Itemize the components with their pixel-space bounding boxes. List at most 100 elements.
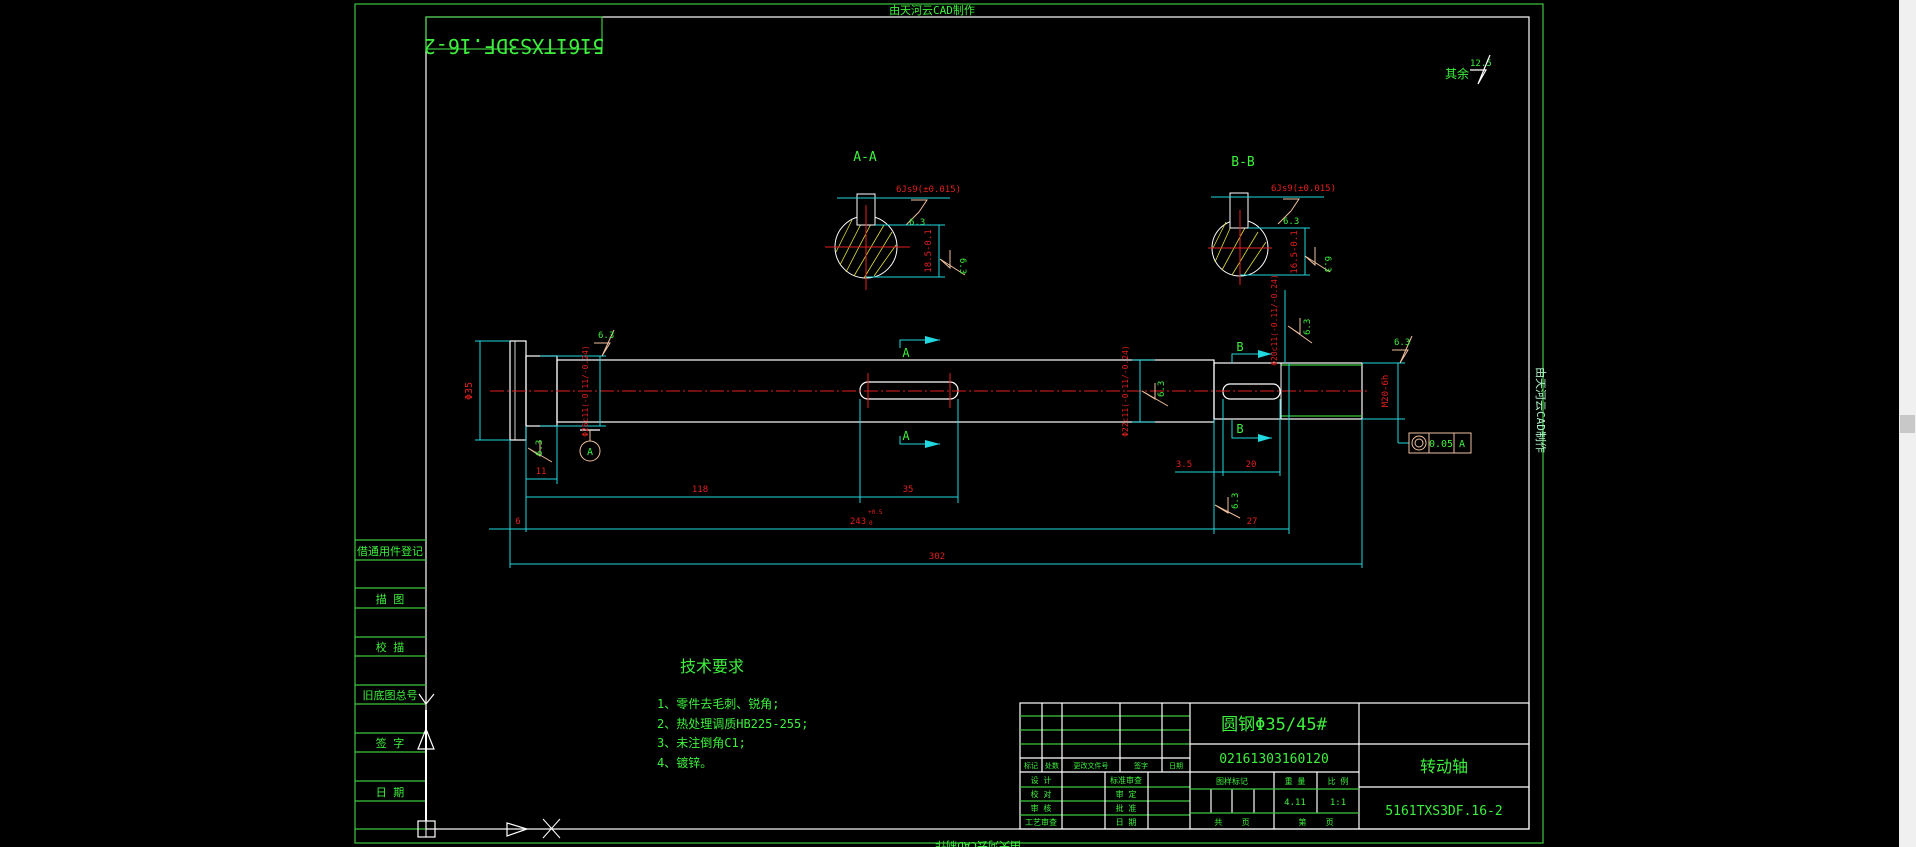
other-roughness-label: 其余 [1445, 66, 1469, 81]
rev-header: 标记 [1024, 761, 1038, 770]
dim-243-tol-upper: +0.5 [868, 509, 883, 516]
side-table-label: 旧底图总号 [363, 688, 418, 702]
section-mark-a-bottom: A [902, 429, 910, 443]
rev-header: 更改文件号 [1074, 761, 1109, 770]
side-table-label: 描 图 [376, 592, 405, 606]
roughness-value: 6.3 [1303, 319, 1313, 335]
dim-243-tol-lower: 0 [869, 520, 873, 527]
dim-243: 243 [850, 517, 866, 527]
section-a-a-key-width: 6Js9(±0.015) [896, 185, 961, 195]
datum-a-label: A [587, 447, 593, 458]
side-watermark: 由天河云CAD制作 [1534, 367, 1548, 453]
roughness-value: 6.3 [1322, 256, 1332, 272]
bottom-watermark: 由天河云CAD制作 [935, 839, 1021, 847]
concentricity-icon [1411, 435, 1427, 451]
scrollbar-thumb[interactable] [1900, 415, 1915, 433]
section-cut-marks: A A B B [899, 336, 1272, 448]
tb-row-label: 设 计 [1031, 775, 1052, 785]
shaft-roughness-symbols: 6.3 6.3 6.3 6.3 6.3 6.3 [527, 318, 1413, 519]
mid-header: 重 量 [1285, 776, 1306, 786]
datum-a-circle [579, 440, 601, 462]
tech-requirement-item: 3、未注倒角C1; [657, 735, 746, 750]
geometric-tolerance-frame: 0.05 A [1408, 432, 1472, 454]
tb-row-label: 日 期 [1116, 818, 1137, 827]
weight: 4.11 [1284, 798, 1306, 808]
section-mark-a-top: A [902, 346, 910, 360]
other-roughness-value: 12.5 [1470, 59, 1492, 69]
top-watermark: 由天河云CAD制作 [889, 3, 975, 17]
part-code: 02161303160120 [1219, 752, 1329, 767]
scale: 1:1 [1330, 798, 1346, 808]
dim-35: 35 [903, 485, 914, 495]
dim-118: 118 [692, 485, 708, 495]
title-block: 标记 处数 更改文件号 签字 日期 设 计 校 对 审 核 工艺审查 标准审查 … [1019, 702, 1530, 830]
mirrored-drawing-number: 5161TXS3DF.16-2 [424, 34, 605, 58]
dim-27: 27 [1247, 517, 1258, 527]
side-table-label: 日 期 [376, 786, 405, 799]
sheet-number: 第 页 [1298, 817, 1333, 827]
drawing-number: 5161TXS3DF.16-2 [1385, 804, 1502, 819]
rev-header: 日期 [1169, 762, 1183, 770]
tech-requirements: 技术要求 1、零件去毛刺、锐角; 2、热处理调质HB225-255; 3、未注倒… [657, 657, 808, 770]
dim-6: 6 [515, 517, 520, 527]
dim-d20: Φ20c11(-0.11/-0.24) [1270, 274, 1279, 366]
roughness-value: 6.3 [1157, 381, 1167, 397]
section-a-a-title: A-A [853, 150, 877, 165]
roughness-value: 6.3 [1283, 217, 1299, 227]
section-b-b-title: B-B [1231, 155, 1255, 170]
section-b-b-key-width: 6Js9(±0.015) [1271, 184, 1336, 194]
side-table-label: 校 描 [376, 640, 405, 654]
roughness-value: 6.3 [909, 218, 925, 228]
diameter-dimensions: Φ35 Φ25c11(-0.11/-0.24) Φ22c11(-0.11/-0.… [464, 274, 1409, 444]
roughness-value: 6.3 [1394, 338, 1410, 348]
section-mark-b-bottom: B [1236, 422, 1243, 436]
dim-d25: Φ25c11(-0.11/-0.24) [581, 345, 590, 437]
roughness-value: 6.3 [598, 331, 614, 341]
section-b-b: B-B 6Js9(±0.015) 6.3 16.5-0.1 6.3 [1208, 155, 1336, 285]
dim-20: 20 [1246, 460, 1257, 470]
section-a-a: A-A 6Js9(±0.015) 6.3 18.5-0.1 6.3 [825, 150, 967, 290]
tech-requirement-item: 4、镀锌。 [657, 756, 712, 770]
tech-requirements-title: 技术要求 [680, 657, 744, 676]
tb-row-label: 标准审查 [1110, 775, 1142, 785]
ucs-icon [417, 693, 561, 839]
dim-d35: Φ35 [464, 382, 475, 400]
rev-header: 处数 [1045, 761, 1059, 770]
tb-row-label: 工艺审查 [1025, 817, 1057, 827]
mid-header: 比 例 [1328, 776, 1349, 786]
side-table: 借通用件登记 描 图 校 描 旧底图总号 签 字 日 期 [355, 539, 426, 830]
tech-requirement-item: 1、零件去毛刺、锐角; [657, 697, 779, 711]
tb-row-label: 校 对 [1031, 789, 1052, 799]
dim-d22: Φ22c11(-0.11/-0.24) [1121, 345, 1130, 437]
rev-header: 签字 [1134, 761, 1148, 770]
dim-3-5: 3.5 [1176, 460, 1192, 470]
tb-row-label: 批 准 [1116, 803, 1137, 813]
material: 圆钢Φ35/45# [1221, 715, 1327, 735]
length-dimensions: 11 118 35 6 243 +0.5 0 27 302 3.5 20 [489, 363, 1363, 568]
section-b-b-depth: 16.5-0.1 [1290, 230, 1300, 273]
dim-11: 11 [536, 467, 547, 477]
inner-frame [425, 16, 1530, 830]
outer-frame [354, 3, 1544, 844]
roughness-value: 6.3 [957, 258, 967, 274]
side-table-label: 借通用件登记 [357, 544, 423, 558]
tolerance-value: 0.05 [1429, 439, 1453, 450]
tb-row-label: 审 定 [1116, 789, 1137, 799]
part-name: 转动轴 [1420, 757, 1468, 776]
roughness-value: 6.3 [1231, 493, 1241, 509]
section-mark-b-top: B [1236, 340, 1243, 354]
section-a-a-depth: 18.5-0.1 [924, 229, 934, 272]
shaft-view [490, 340, 1370, 441]
side-table-label: 签 字 [376, 736, 405, 750]
mid-header: 图样标记 [1216, 776, 1248, 786]
dim-thread: M20-6h [1381, 375, 1391, 408]
tb-row-label: 审 核 [1031, 803, 1052, 813]
tech-requirement-item: 2、热处理调质HB225-255; [657, 717, 808, 731]
roughness-symbol [1470, 54, 1491, 85]
dim-302: 302 [929, 552, 945, 562]
mirrored-drawing-number-box [425, 16, 603, 50]
roughness-value: 6.3 [535, 440, 545, 456]
tolerance-datum: A [1459, 439, 1465, 450]
vertical-scrollbar[interactable] [1899, 0, 1916, 847]
